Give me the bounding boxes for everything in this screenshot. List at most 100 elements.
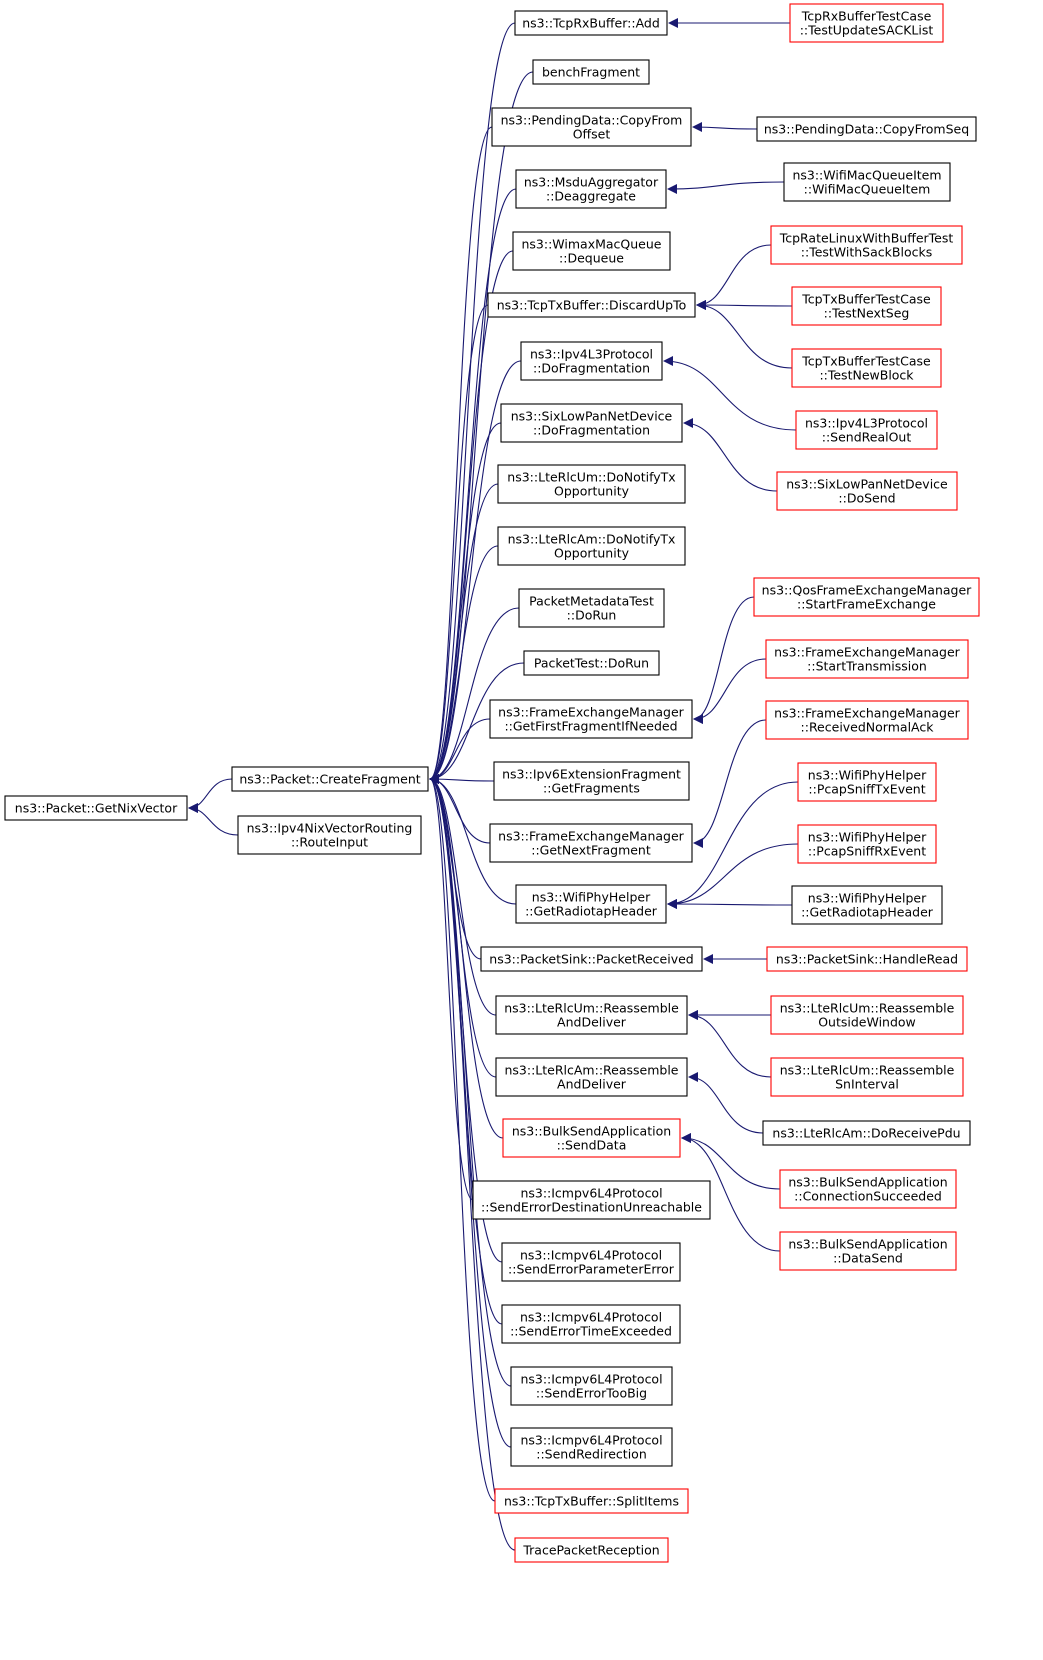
edges-layer bbox=[188, 18, 799, 1551]
edge-packetmetadatatest-dorun-to-createfragment bbox=[429, 607, 520, 784]
node-createfragment[interactable]: ns3::Packet::CreateFragment bbox=[231, 766, 429, 792]
node-label-line: ns3::Icmpv6L4Protocol bbox=[520, 1433, 662, 1448]
node-label-line: ns3::Ipv4NixVectorRouting bbox=[247, 821, 413, 836]
edge-lterlcam-donotifytx-to-createfragment bbox=[429, 545, 499, 784]
node-ipv6ext-getfragments[interactable]: ns3::Ipv6ExtensionFragment::GetFragments bbox=[493, 761, 690, 801]
node-getnixvector[interactable]: ns3::Packet::GetNixVector bbox=[4, 795, 188, 821]
node-label-line: ::DoRun bbox=[567, 608, 617, 623]
node-label-line: ::DoFragmentation bbox=[533, 361, 650, 376]
node-wifiphy-pcapsniffrx[interactable]: ns3::WifiPhyHelper::PcapSniffRxEvent bbox=[797, 824, 937, 864]
node-fem-getfirstfragment[interactable]: ns3::FrameExchangeManager::GetFirstFragm… bbox=[489, 699, 693, 739]
node-box bbox=[753, 577, 980, 617]
node-tracepacketreception[interactable]: TracePacketReception bbox=[514, 1537, 669, 1563]
node-box bbox=[797, 762, 937, 802]
node-tcptxbuffertestcase-testnewblock[interactable]: TcpTxBufferTestCase::TestNewBlock bbox=[791, 348, 942, 388]
node-fem-getnextfragment[interactable]: ns3::FrameExchangeManager::GetNextFragme… bbox=[489, 823, 693, 863]
node-box bbox=[497, 526, 686, 566]
node-ipv4l3-sendrealout[interactable]: ns3::Ipv4L3Protocol::SendRealOut bbox=[795, 410, 938, 450]
node-wifiphy-pcapsnifftx[interactable]: ns3::WifiPhyHelper::PcapSniffTxEvent bbox=[797, 762, 937, 802]
node-sixlowpan-dosend[interactable]: ns3::SixLowPanNetDevice::DoSend bbox=[776, 471, 958, 511]
node-label-line: benchFragment bbox=[542, 65, 640, 80]
node-label-line: Offset bbox=[573, 127, 611, 142]
node-box bbox=[770, 1057, 964, 1097]
node-tcpratelinux-testwithsack[interactable]: TcpRateLinuxWithBufferTest::TestWithSack… bbox=[770, 225, 963, 265]
node-box bbox=[494, 1488, 689, 1514]
edge-wifiphy-getradiotap2-to-wifiphy-getradiotap bbox=[667, 899, 793, 910]
node-tcptx-splititems[interactable]: ns3::TcpTxBuffer::SplitItems bbox=[494, 1488, 689, 1514]
node-label-line: ::SendErrorTooBig bbox=[536, 1386, 647, 1401]
edge-wifimacqueueitem-to-msdu-deaggregate bbox=[667, 181, 785, 194]
node-label-line: ::WifiMacQueueItem bbox=[804, 182, 931, 197]
node-label-line: ns3::PendingData::CopyFromSeq bbox=[764, 122, 969, 137]
node-benchfragment[interactable]: benchFragment bbox=[532, 59, 650, 85]
node-packetmetadatatest-dorun[interactable]: PacketMetadataTest::DoRun bbox=[518, 588, 665, 628]
node-wimax-dequeue[interactable]: ns3::WimaxMacQueue::Dequeue bbox=[512, 231, 671, 271]
node-label-line: ns3::Icmpv6L4Protocol bbox=[520, 1248, 662, 1263]
node-label-line: ::DataSend bbox=[833, 1251, 903, 1266]
node-label-line: ns3::LteRlcUm::Reassemble bbox=[504, 1001, 679, 1016]
node-label-line: ns3::MsduAggregator bbox=[524, 175, 659, 190]
node-box bbox=[797, 824, 937, 864]
node-packetsink-packetreceived[interactable]: ns3::PacketSink::PacketReceived bbox=[480, 946, 703, 972]
node-label-line: ns3::TcpRxBuffer::Add bbox=[522, 16, 660, 31]
node-packetsink-handleread[interactable]: ns3::PacketSink::HandleRead bbox=[766, 946, 968, 972]
node-label-line: ns3::PendingData::CopyFrom bbox=[501, 113, 683, 128]
edge-lterlcum-sninterval-to-lterlcum-reassemble bbox=[688, 1010, 772, 1078]
node-icmpv6-senderrortoobig[interactable]: ns3::Icmpv6L4Protocol::SendErrorTooBig bbox=[510, 1366, 673, 1406]
node-qosfem-startframeexchange[interactable]: ns3::QosFrameExchangeManager::StartFrame… bbox=[753, 577, 980, 617]
node-tcprx-add[interactable]: ns3::TcpRxBuffer::Add bbox=[514, 10, 668, 36]
node-sixlowpan-dofragmentation[interactable]: ns3::SixLowPanNetDevice::DoFragmentation bbox=[500, 403, 683, 443]
node-label-line: ::GetRadiotapHeader bbox=[525, 904, 658, 919]
node-label-line: ns3::FrameExchangeManager bbox=[774, 706, 960, 721]
node-box bbox=[791, 348, 942, 388]
node-icmpv6-senderrordest[interactable]: ns3::Icmpv6L4Protocol::SendErrorDestinat… bbox=[472, 1180, 711, 1220]
node-icmpv6-senderrorparam[interactable]: ns3::Icmpv6L4Protocol::SendErrorParamete… bbox=[501, 1242, 681, 1282]
node-box bbox=[795, 410, 938, 450]
node-wifimacqueueitem[interactable]: ns3::WifiMacQueueItem::WifiMacQueueItem bbox=[783, 162, 951, 202]
node-fem-starttransmission[interactable]: ns3::FrameExchangeManager::StartTransmis… bbox=[765, 639, 969, 679]
node-wifiphy-getradiotap[interactable]: ns3::WifiPhyHelper::GetRadiotapHeader bbox=[515, 884, 667, 924]
node-tcprxbuffertestcase-testupdatesack[interactable]: TcpRxBufferTestCase::TestUpdateSACKList bbox=[789, 3, 944, 43]
node-msdu-deaggregate[interactable]: ns3::MsduAggregator::Deaggregate bbox=[515, 169, 667, 209]
edge-bulksend-connectionsucceeded-to-bulksend-senddata bbox=[681, 1133, 781, 1190]
node-bulksend-datasend[interactable]: ns3::BulkSendApplication::DataSend bbox=[779, 1231, 957, 1271]
node-box bbox=[518, 588, 665, 628]
node-box bbox=[532, 59, 650, 85]
node-packettest-dorun[interactable]: PacketTest::DoRun bbox=[523, 650, 660, 676]
node-fem-receivednormalack[interactable]: ns3::FrameExchangeManager::ReceivedNorma… bbox=[765, 700, 969, 740]
node-label-line: ns3::SixLowPanNetDevice bbox=[786, 477, 948, 492]
node-tcptxbuffertestcase-testnextseg[interactable]: TcpTxBufferTestCase::TestNextSeg bbox=[791, 286, 942, 326]
edge-fem-starttransmission-to-fem-getfirstfragment bbox=[693, 658, 767, 724]
node-ipv4l3-dofragmentation[interactable]: ns3::Ipv4L3Protocol::DoFragmentation bbox=[520, 341, 663, 381]
node-label-line: ns3::WifiPhyHelper bbox=[532, 890, 651, 905]
node-box bbox=[515, 169, 667, 209]
edge-fem-receivednormalack-to-fem-getnextfragment bbox=[693, 719, 767, 848]
node-label-line: Opportunity bbox=[554, 546, 630, 561]
node-label-line: ::GetFragments bbox=[543, 781, 640, 796]
edge-tcptx-splititems-to-createfragment bbox=[429, 774, 496, 1502]
node-icmpv6-sendredirection[interactable]: ns3::Icmpv6L4Protocol::SendRedirection bbox=[510, 1427, 673, 1467]
node-wifiphy-getradiotap2[interactable]: ns3::WifiPhyHelper::GetRadiotapHeader bbox=[791, 885, 943, 925]
node-label-line: Opportunity bbox=[554, 484, 630, 499]
node-bulksend-connectionsucceeded[interactable]: ns3::BulkSendApplication::ConnectionSucc… bbox=[779, 1169, 957, 1209]
node-tcptx-discardupto[interactable]: ns3::TcpTxBuffer::DiscardUpTo bbox=[487, 292, 696, 318]
node-routeinput[interactable]: ns3::Ipv4NixVectorRouting::RouteInput bbox=[237, 815, 422, 855]
node-label-line: ::RouteInput bbox=[291, 835, 368, 850]
node-label-line: TracePacketReception bbox=[522, 1543, 659, 1558]
node-lterlcam-doreceivepdu[interactable]: ns3::LteRlcAm::DoReceivePdu bbox=[762, 1120, 971, 1146]
node-pending-copyfromseq[interactable]: ns3::PendingData::CopyFromSeq bbox=[756, 116, 977, 142]
node-label-line: ns3::BulkSendApplication bbox=[788, 1237, 947, 1252]
edge-icmpv6-senderrordest-to-createfragment bbox=[429, 774, 474, 1201]
node-label-line: ns3::FrameExchangeManager bbox=[498, 705, 684, 720]
node-bulksend-senddata[interactable]: ns3::BulkSendApplication::SendData bbox=[502, 1118, 681, 1158]
node-icmpv6-senderrortime[interactable]: ns3::Icmpv6L4Protocol::SendErrorTimeExce… bbox=[501, 1304, 681, 1344]
edge-packettest-dorun-to-createfragment bbox=[429, 662, 525, 784]
node-label-line: ::ReceivedNormalAck bbox=[801, 720, 935, 735]
